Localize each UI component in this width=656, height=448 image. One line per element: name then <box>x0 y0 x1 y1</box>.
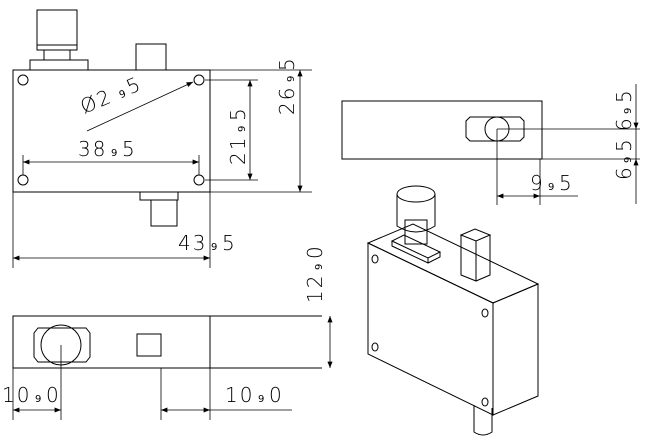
shaft-flange <box>139 191 179 201</box>
svg-text:38: 38 <box>78 137 107 161</box>
diameter-label: Ø2 9 5 <box>77 71 146 118</box>
svg-text:43: 43 <box>178 231 207 255</box>
dim-6-5-label-b: 6 9 5 <box>612 137 636 180</box>
front-view: Ø2 9 5 38 9 5 21 9 5 26 9 5 <box>12 9 312 268</box>
dim-43-5-label: 43 9 5 <box>178 231 237 255</box>
shaft-bottom <box>150 199 178 227</box>
svg-text:9: 9 <box>111 148 117 159</box>
svg-text:9: 9 <box>530 171 545 195</box>
iso-shaft <box>473 405 493 436</box>
svg-text:5: 5 <box>559 171 574 195</box>
svg-text:0: 0 <box>269 383 284 407</box>
svg-text:5: 5 <box>612 137 636 152</box>
svg-text:10: 10 <box>2 383 31 407</box>
iso-hole-1 <box>371 254 379 264</box>
mount-hole-tl <box>17 74 29 86</box>
dim-21-5-label: 21 9 5 <box>226 106 250 165</box>
dim-10-0-right-label: 10 9 0 <box>225 383 284 407</box>
side-body <box>341 100 543 160</box>
svg-text:9: 9 <box>35 394 41 405</box>
svg-text:6: 6 <box>612 116 636 131</box>
iso-post-top <box>459 228 492 242</box>
side-view: 9 9 5 6 9 5 6 9 5 <box>341 84 640 205</box>
svg-text:10: 10 <box>225 383 254 407</box>
iso-front-face <box>367 242 494 416</box>
svg-text:9: 9 <box>211 242 217 253</box>
dim-6-5-label-a: 6 9 5 <box>612 88 636 131</box>
svg-text:6: 6 <box>612 165 636 180</box>
svg-text:9: 9 <box>258 394 264 405</box>
bottom-view: 12 9 0 10 9 0 10 9 0 <box>2 244 333 420</box>
svg-text:9: 9 <box>118 89 128 102</box>
svg-text:0: 0 <box>303 244 327 259</box>
iso-knob-neck <box>404 219 428 245</box>
mount-hole-tr <box>193 74 205 86</box>
dim-9-5-label: 9 9 5 <box>530 171 574 195</box>
dim-12-0-label: 12 9 0 <box>303 244 327 303</box>
diameter-leader <box>86 81 194 132</box>
post-top <box>135 43 167 71</box>
iso-hole-4 <box>481 397 489 407</box>
iso-post-front <box>460 235 477 282</box>
svg-text:9: 9 <box>314 264 325 270</box>
iso-knob-top <box>396 185 436 203</box>
iso-top-face <box>366 223 540 304</box>
dim-26-5-label: 26 9 5 <box>275 56 299 115</box>
svg-text:Ø2: Ø2 <box>77 84 116 119</box>
bottom-body <box>12 315 211 369</box>
mount-hole-br <box>193 174 205 186</box>
dim-10-0-left-label: 10 9 0 <box>2 383 61 407</box>
bottom-post <box>136 333 162 357</box>
knob-collar <box>43 49 71 61</box>
svg-text:9: 9 <box>623 108 634 114</box>
svg-text:5: 5 <box>275 56 299 71</box>
iso-hole-2 <box>481 308 489 318</box>
svg-text:9: 9 <box>286 76 297 82</box>
svg-text:5: 5 <box>122 137 137 161</box>
dim-38-5-label: 38 9 5 <box>78 137 137 161</box>
svg-text:21: 21 <box>226 136 250 165</box>
svg-text:12: 12 <box>303 274 327 303</box>
mount-hole-bl <box>17 174 29 186</box>
svg-text:9: 9 <box>548 182 554 193</box>
svg-text:5: 5 <box>612 88 636 103</box>
iso-knob-base <box>390 234 442 259</box>
isometric-view <box>366 185 540 436</box>
svg-text:9: 9 <box>237 126 248 132</box>
svg-text:5: 5 <box>226 106 250 121</box>
knob-body <box>36 9 78 51</box>
iso-hole-3 <box>371 342 379 352</box>
front-body <box>12 69 211 193</box>
svg-text:0: 0 <box>46 383 61 407</box>
side-slot <box>465 116 525 142</box>
svg-text:5: 5 <box>222 231 237 255</box>
iso-knob-body <box>396 194 436 233</box>
bottom-knob-slot <box>33 327 91 363</box>
knob-flange <box>29 59 89 71</box>
svg-text:9: 9 <box>623 157 634 163</box>
svg-text:26: 26 <box>275 86 299 115</box>
iso-side-face <box>492 283 539 416</box>
